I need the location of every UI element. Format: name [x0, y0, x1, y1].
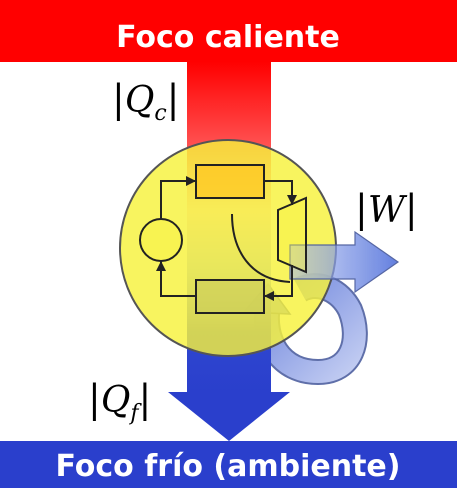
cold-reservoir-banner	[0, 441, 457, 488]
work-label: |W|	[355, 187, 418, 231]
pump-circle	[139, 218, 183, 262]
circuit-arrowheads	[156, 176, 297, 301]
heat-exchanger-bottom	[195, 279, 265, 314]
heat-exchanger-top	[195, 164, 265, 199]
cold-reservoir-label: Foco frío (ambiente)	[56, 449, 401, 484]
q-hot-label: |Qc|	[112, 77, 179, 126]
turbine	[277, 196, 307, 274]
hot-reservoir-banner	[0, 0, 457, 62]
q-cold-label: |Qf|	[88, 377, 151, 426]
work-output-arrow	[289, 230, 400, 294]
hot-reservoir-label: Foco caliente	[116, 20, 340, 55]
